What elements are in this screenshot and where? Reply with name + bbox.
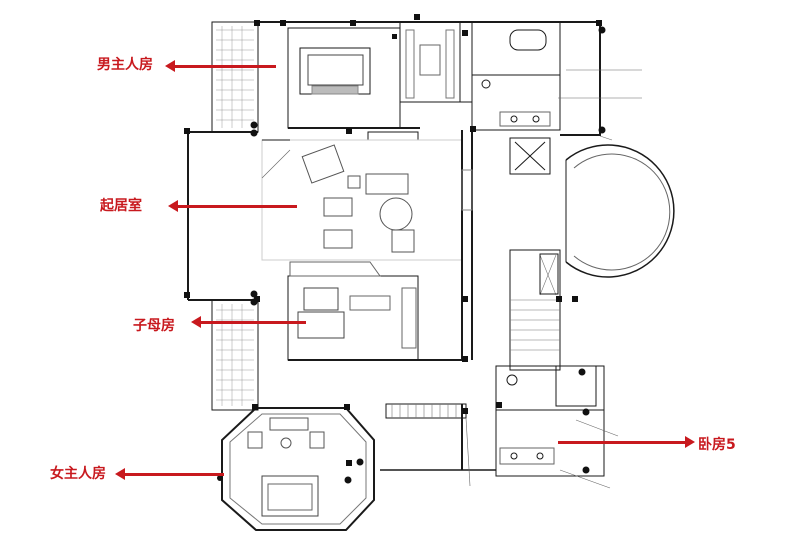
room-living: [261, 139, 463, 261]
label-bedroom-5: 卧房5: [698, 437, 736, 453]
balcony-top: [211, 21, 259, 133]
room-child-mother: [287, 275, 419, 361]
arrow-left-icon: [168, 200, 297, 212]
room-master-female: [221, 407, 375, 531]
bath-bottom-right: [495, 365, 605, 477]
arrow-left-icon: [115, 468, 224, 480]
label-master-female: 女主人房: [50, 466, 106, 482]
round-terrace: [565, 144, 675, 278]
arrow-right-icon: [558, 436, 695, 448]
room-master-male: [287, 27, 401, 129]
label-child-mother: 子母房: [133, 318, 175, 334]
arrow-left-icon: [191, 316, 306, 328]
balcony-bottom: [211, 299, 259, 411]
label-living-room: 起居室: [100, 198, 142, 214]
label-master-male: 男主人房: [97, 57, 153, 73]
bath-top-right: [471, 21, 561, 131]
elevator: [509, 137, 551, 175]
arrow-left-icon: [165, 60, 276, 72]
outer-wall: [258, 21, 601, 136]
